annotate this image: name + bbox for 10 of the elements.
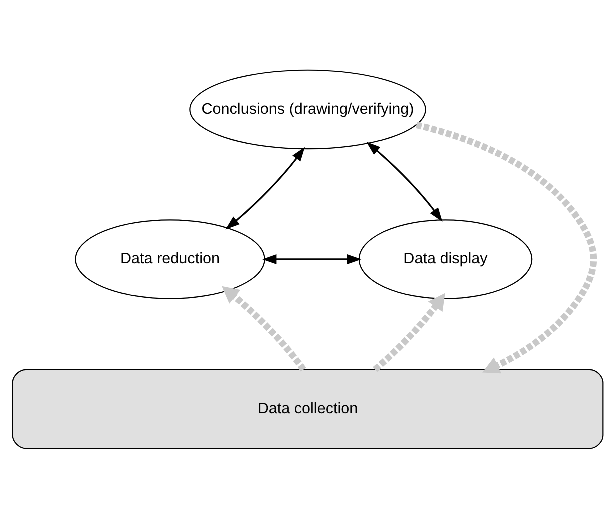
node-ellipse: Data display xyxy=(358,219,533,299)
arrow xyxy=(366,141,443,222)
arrow xyxy=(373,292,446,372)
node-ellipse: Conclusions (drawing/verifying) xyxy=(190,69,426,150)
node-box: Data collection xyxy=(12,368,604,449)
arrow xyxy=(262,254,362,264)
arrow xyxy=(222,286,306,372)
arrow xyxy=(226,146,305,230)
arrow xyxy=(416,122,597,374)
node-ellipse: Data reduction xyxy=(75,219,266,299)
